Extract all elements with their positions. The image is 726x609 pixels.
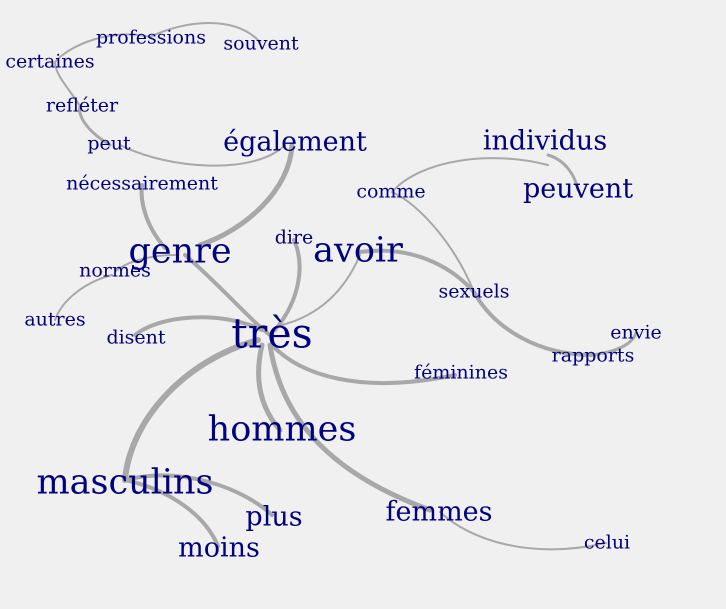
word-genre: genre	[128, 231, 232, 272]
word-normes: normes	[79, 259, 151, 282]
edge-tres-disent	[133, 315, 264, 337]
word-plus: plus	[245, 501, 303, 533]
edge-tres-dire	[273, 238, 302, 332]
word-tres: très	[231, 309, 313, 358]
word-disent: disent	[106, 326, 166, 349]
word-moins: moins	[178, 532, 260, 564]
edge-refleter-certaines	[54, 61, 81, 107]
edge-femmes-celui	[439, 511, 607, 551]
word-rapports: rapports	[551, 344, 635, 367]
edge-individus-peuvent	[546, 153, 580, 192]
edge-tres-avoir	[281, 254, 361, 326]
edge-sexuels-rapports	[472, 290, 594, 357]
edge-masculins-plus	[123, 473, 274, 517]
word-peut: peut	[87, 132, 131, 155]
edge-peut-refleter	[78, 104, 112, 147]
word-autres: autres	[24, 308, 86, 331]
word-masculins: masculins	[36, 462, 214, 503]
word-femmes: femmes	[385, 496, 493, 528]
edge-avoir-sexuels	[358, 248, 476, 294]
word-sexuels: sexuels	[438, 280, 510, 303]
word-feminines: féminines	[414, 361, 508, 384]
word-refleter: refléter	[45, 94, 119, 117]
word-avoir: avoir	[313, 230, 403, 271]
word-individus: individus	[482, 125, 608, 157]
word-egalement: également	[223, 126, 367, 158]
edge-genre-egalement	[197, 142, 295, 248]
edge-normes-autres	[54, 274, 113, 321]
word-hommes: hommes	[207, 409, 357, 450]
edge-genre-necessairement	[139, 183, 167, 250]
edge-certaines-professions	[54, 33, 151, 63]
edge-tres-femmes	[267, 342, 433, 513]
edge-tres-hommes	[256, 342, 283, 433]
edge-comme-individus	[391, 157, 549, 193]
word-envie: envie	[610, 321, 662, 344]
word-certaines: certaines	[5, 50, 95, 73]
word-comme: comme	[356, 180, 426, 203]
word-souvent: souvent	[223, 32, 299, 55]
edge-tres-feminines	[270, 343, 457, 386]
word-peuvent: peuvent	[522, 173, 634, 205]
edge-comme-sexuels	[391, 191, 475, 293]
word-professions: professions	[96, 26, 206, 49]
edge-tres-masculins	[122, 337, 261, 483]
edge-genre-normes	[114, 254, 176, 273]
edge-egalement-peut	[119, 144, 286, 167]
word-necessairement: nécessairement	[66, 172, 218, 195]
edge-professions-souvent	[149, 22, 261, 43]
edge-masculins-moins	[123, 478, 220, 548]
word-celui: celui	[583, 531, 631, 554]
edge-rapports-envie	[590, 331, 638, 357]
word-dire: dire	[274, 226, 314, 249]
